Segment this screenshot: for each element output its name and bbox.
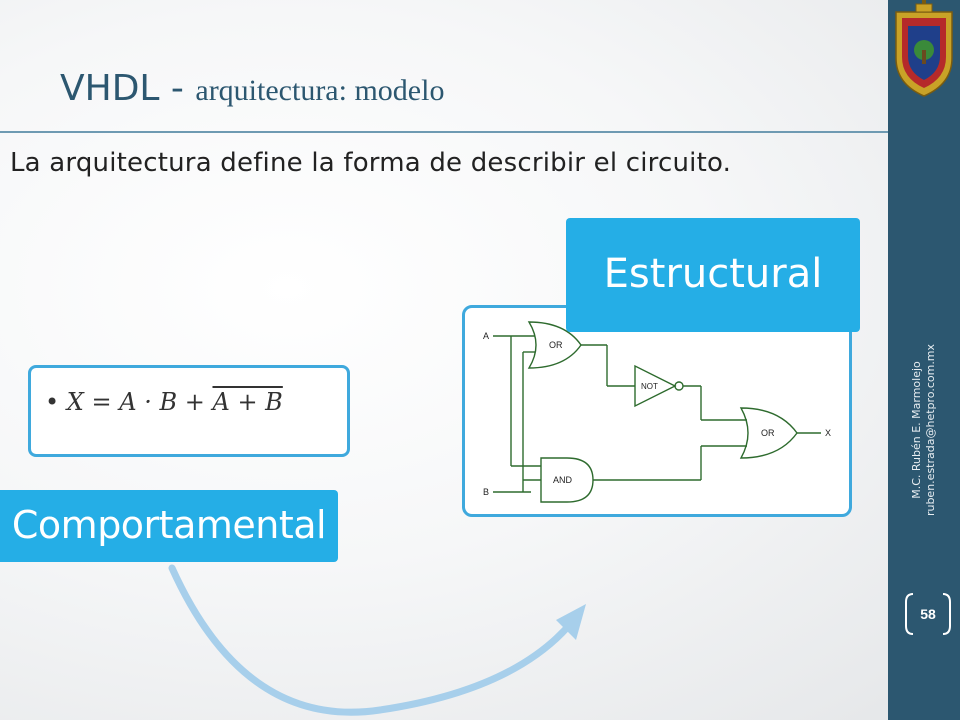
title-main: VHDL xyxy=(60,68,160,109)
gate-not-label: NOT xyxy=(641,382,658,391)
gate-or2-label: OR xyxy=(761,428,775,438)
author-name: M.C. Rubén E. Marmolejo xyxy=(910,361,923,499)
boolean-formula: • X = A · B + A + B xyxy=(45,388,283,416)
page-number-value: 58 xyxy=(920,606,936,622)
label-behavioral: Comportamental xyxy=(0,490,338,562)
label-structural: Estructural xyxy=(566,218,860,332)
body-text: La arquitectura define la forma de descr… xyxy=(10,148,732,178)
author-email: ruben.estrada@hetpro.com.mx xyxy=(924,343,937,517)
formula-box: • X = A · B + A + B xyxy=(28,365,350,457)
title-subtitle: arquitectura: modelo xyxy=(195,74,445,107)
gate-and-label: AND xyxy=(553,475,573,485)
input-a-label: A xyxy=(483,331,489,341)
gate-or1-label: OR xyxy=(549,340,563,350)
page-number: 58 xyxy=(903,590,953,638)
title-separator: - xyxy=(159,68,196,109)
page-number-brackets-icon xyxy=(905,593,951,635)
formula-lhs: X xyxy=(66,388,84,416)
formula-bullet: • xyxy=(45,388,60,416)
output-x-label: X xyxy=(825,428,831,438)
logic-circuit-diagram: A B X OR NOT AND OR xyxy=(483,321,831,503)
formula-overline-term: A + B xyxy=(212,388,283,416)
curved-arrow-icon xyxy=(168,564,586,716)
slide-title: VHDL - arquitectura: modelo xyxy=(60,68,444,109)
title-divider xyxy=(0,131,888,133)
circuit-diagram-box: A B X OR NOT AND OR xyxy=(462,305,852,517)
input-b-label: B xyxy=(483,487,489,497)
formula-rhs: = A · B + xyxy=(83,388,213,416)
author-credits: M.C. Rubén E. Marmolejo ruben.estrada@he… xyxy=(910,344,938,516)
university-crest-icon xyxy=(895,0,953,97)
sidebar: M.C. Rubén E. Marmolejo ruben.estrada@he… xyxy=(888,0,960,720)
